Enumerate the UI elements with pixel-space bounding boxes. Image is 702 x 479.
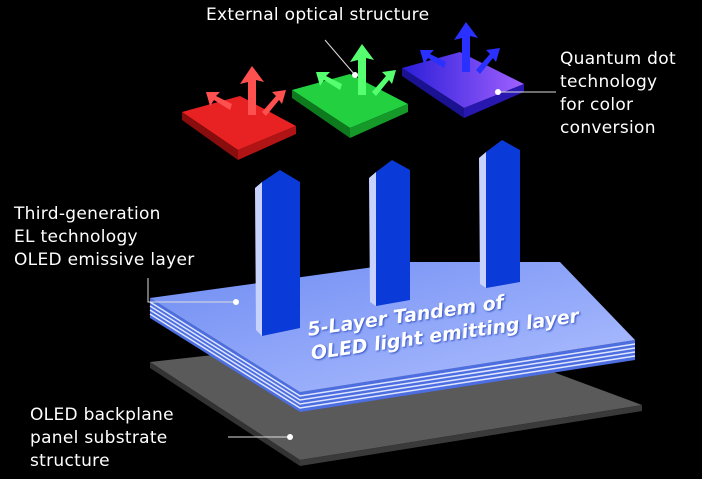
label-line: Third-generation: [14, 204, 161, 224]
label-line: structure: [30, 451, 110, 471]
backplane-label: OLED backplane panel substrate structure: [30, 404, 174, 473]
label-line: technology: [560, 72, 658, 92]
label-line: EL technology: [14, 227, 138, 247]
label-line: Quantum dot: [560, 49, 676, 69]
label-line: for color: [560, 95, 634, 115]
label-line: panel substrate: [30, 428, 168, 448]
quantum-dot-label: Quantum dot technology for color convers…: [560, 48, 676, 140]
pillars: [255, 140, 520, 336]
red-optical-tile: [182, 66, 296, 160]
label-line: conversion: [560, 118, 656, 138]
blue-qd-tile: [402, 22, 524, 118]
label-line: OLED backplane: [30, 405, 174, 425]
green-optical-tile: [292, 44, 408, 138]
leader-lines: [147, 39, 556, 440]
external-optical-label: External optical structure: [206, 5, 430, 25]
third-gen-label: Third-generation EL technology OLED emis…: [14, 203, 195, 272]
label-line: OLED emissive layer: [14, 250, 195, 270]
